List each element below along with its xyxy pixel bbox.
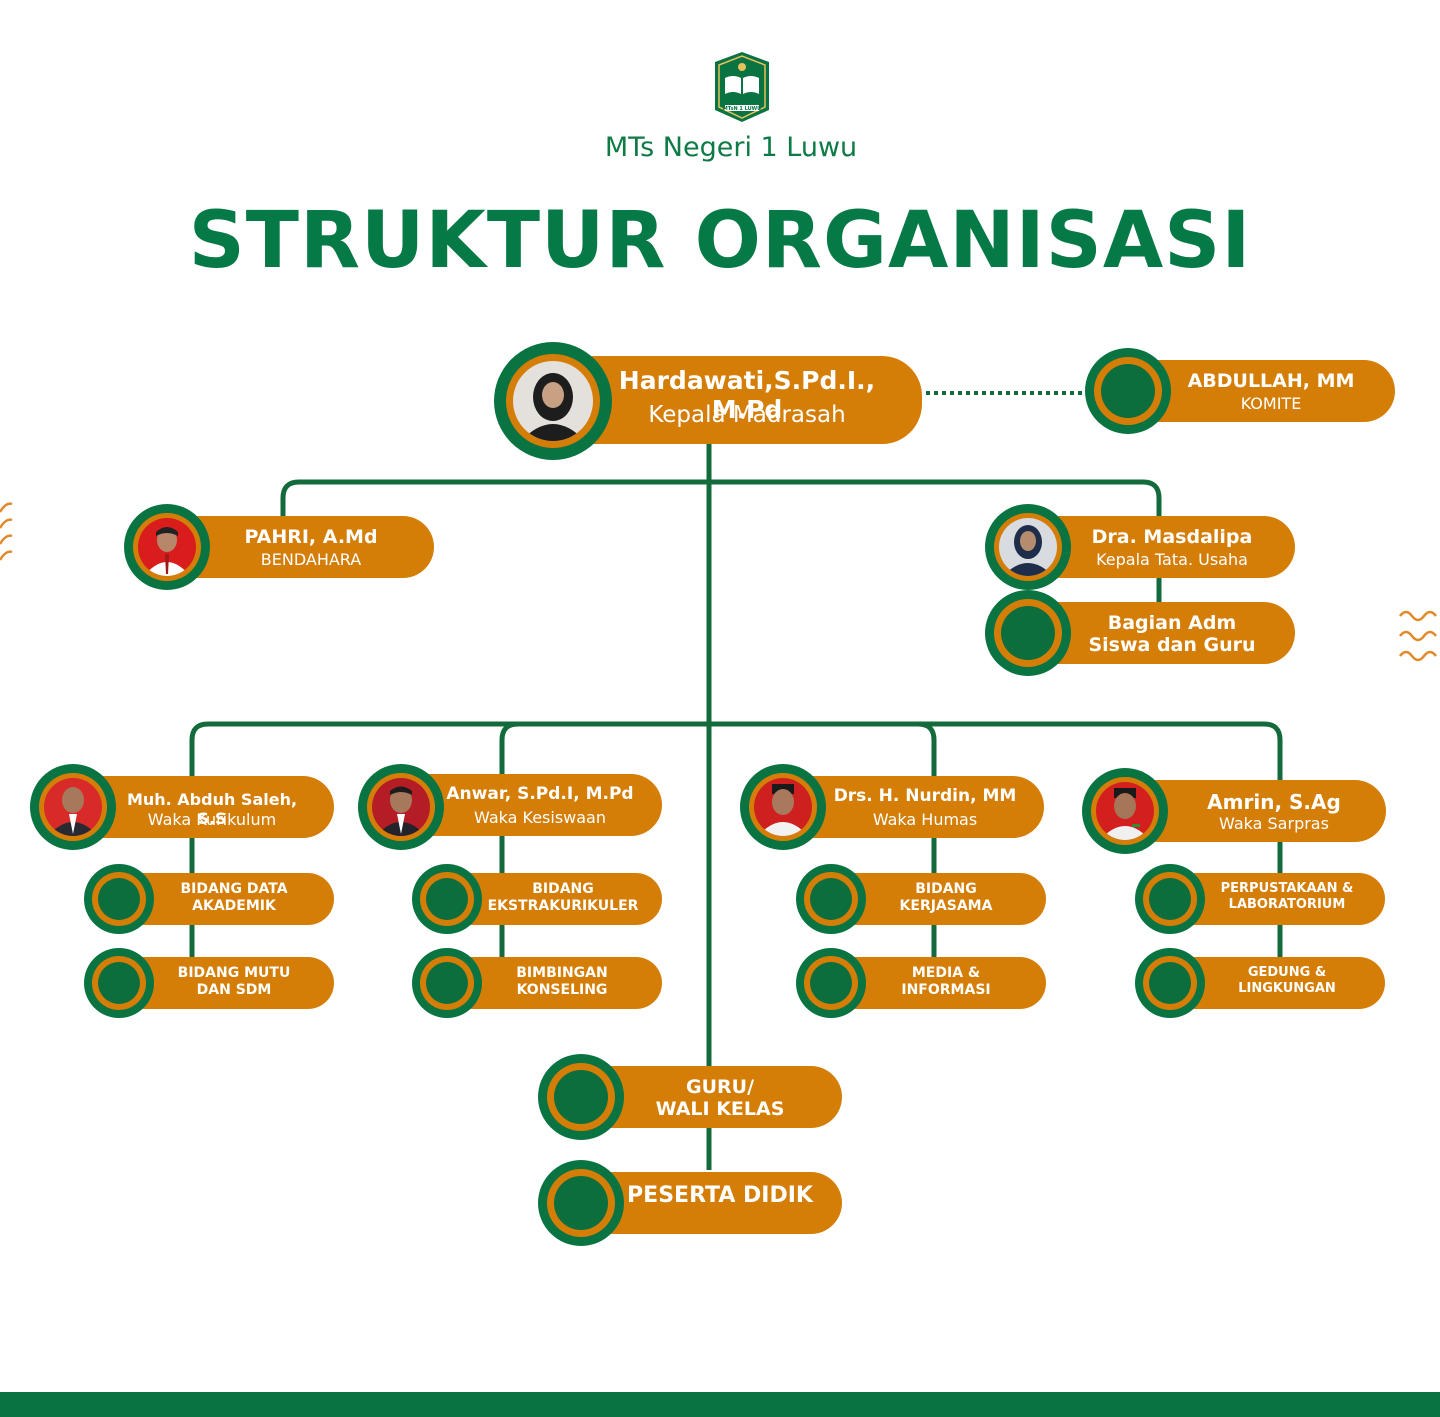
node-kepala-tata-usaha: Dra. Masdalipa Kepala Tata. Usaha: [985, 504, 1297, 590]
person-photo: [1096, 782, 1154, 840]
media-line1: MEDIA &: [911, 965, 981, 981]
komite-name: ABDULLAH, MM: [1187, 370, 1355, 392]
node-waka-humas: Drs. H. Nurdin, MM Waka Humas: [740, 764, 1046, 850]
node-perpustakaan-laboratorium: PERPUSTAKAAN & LABORATORIUM: [1135, 864, 1387, 934]
footer-bar: [0, 1392, 1440, 1417]
kepala-role: Kepala Madrasah: [648, 402, 846, 428]
node-peserta-didik: PESERTA DIDIK: [538, 1160, 844, 1246]
kerjasama-line1: BIDANG: [915, 881, 977, 897]
bimbingan-line2: KONSELING: [516, 982, 608, 998]
node-komite: ABDULLAH, MM KOMITE: [1085, 348, 1397, 434]
node-waka-kurikulum: Muh. Abduh Saleh, S.S Waka Kurikulum: [30, 764, 336, 850]
node-bidang-data-akademik: BIDANG DATA AKADEMIK: [84, 864, 336, 934]
node-bagian-adm: Bagian Adm Siswa dan Guru: [985, 590, 1297, 676]
humas-name: Drs. H. Nurdin, MM: [833, 786, 1017, 806]
sarpras-role: Waka Sarpras: [1219, 814, 1329, 833]
page-title: STRUKTUR ORGANISASI: [188, 196, 1252, 286]
tata-usaha-name: Dra. Masdalipa: [1091, 526, 1253, 548]
perpustakaan-line2: LABORATORIUM: [1228, 897, 1346, 912]
bendahara-role: BENDAHARA: [260, 550, 362, 569]
kepala-name: Hardawati,S.Pd.I., M.Pd: [618, 366, 876, 424]
bimbingan-line1: BIMBINGAN: [516, 965, 608, 981]
bidang-ekskul-line2: EKSTRAKURIKULER: [487, 898, 639, 914]
node-media-informasi: MEDIA & INFORMASI: [796, 948, 1048, 1018]
peserta-line1: PESERTA DIDIK: [627, 1183, 813, 1208]
node-waka-kesiswaan: Anwar, S.Pd.I, M.Pd Waka Kesiswaan: [358, 764, 664, 850]
person-photo: [513, 361, 593, 441]
bidang-data-line1: BIDANG DATA: [180, 881, 288, 897]
sarpras-name: Amrin, S.Ag: [1207, 790, 1341, 814]
media-line2: INFORMASI: [901, 982, 991, 998]
kesiswaan-name: Anwar, S.Pd.I, M.Pd: [446, 784, 634, 804]
gedung-line2: LINGKUNGAN: [1238, 981, 1336, 996]
bagian-adm-line2: Siswa dan Guru: [1088, 634, 1256, 656]
bidang-data-line2: AKADEMIK: [192, 898, 276, 914]
wave-decoration-left: [0, 502, 13, 561]
humas-role: Waka Humas: [872, 810, 978, 829]
gedung-line1: GEDUNG &: [1247, 965, 1327, 980]
komite-role: KOMITE: [1240, 394, 1302, 413]
svg-text:MTsN 1 LUWU: MTsN 1 LUWU: [723, 106, 762, 112]
node-bidang-mutu-sdm: BIDANG MUTU DAN SDM: [84, 948, 336, 1018]
perpustakaan-line1: PERPUSTAKAAN &: [1220, 881, 1354, 896]
kesiswaan-role: Waka Kesiswaan: [474, 808, 606, 827]
node-bimbingan-konseling: BIMBINGAN KONSELING: [412, 948, 664, 1018]
node-guru-wali-kelas: GURU/ WALI KELAS: [538, 1054, 844, 1140]
bidang-mutu-line2: DAN SDM: [196, 982, 272, 998]
node-kepala-madrasah: Hardawati,S.Pd.I., M.Pd Kepala Madrasah: [494, 342, 924, 460]
tata-usaha-role: Kepala Tata. Usaha: [1096, 550, 1248, 569]
bagian-adm-line1: Bagian Adm: [1107, 612, 1237, 634]
bidang-ekskul-line1: BIDANG: [532, 881, 594, 897]
kerjasama-line2: KERJASAMA: [899, 898, 993, 914]
person-photo: [44, 778, 102, 836]
kurikulum-name: Muh. Abduh Saleh, S.S: [126, 790, 298, 828]
node-bidang-kerjasama: BIDANG KERJASAMA: [796, 864, 1048, 934]
kurikulum-role: Waka Kurikulum: [147, 810, 277, 829]
bendahara-name: PAHRI, A.Md: [244, 526, 378, 548]
bidang-mutu-line1: BIDANG MUTU: [177, 965, 291, 981]
guru-line2: WALI KELAS: [655, 1098, 785, 1120]
wave-decoration-right: [1399, 610, 1437, 662]
person-photo: [999, 518, 1057, 576]
node-bendahara: PAHRI, A.Md BENDAHARA: [124, 504, 436, 590]
person-photo: [372, 778, 430, 836]
node-waka-sarpras: Amrin, S.Ag Waka Sarpras: [1082, 768, 1388, 854]
person-photo: [138, 518, 196, 576]
person-photo: [754, 778, 812, 836]
school-name: MTs Negeri 1 Luwu: [604, 132, 858, 163]
node-bidang-ekstrakurikuler: BIDANG EKSTRAKURIKULER: [412, 864, 664, 934]
school-logo: MTsN 1 LUWU: [711, 50, 773, 124]
node-gedung-lingkungan: GEDUNG & LINGKUNGAN: [1135, 948, 1387, 1018]
guru-line1: GURU/: [685, 1076, 755, 1098]
